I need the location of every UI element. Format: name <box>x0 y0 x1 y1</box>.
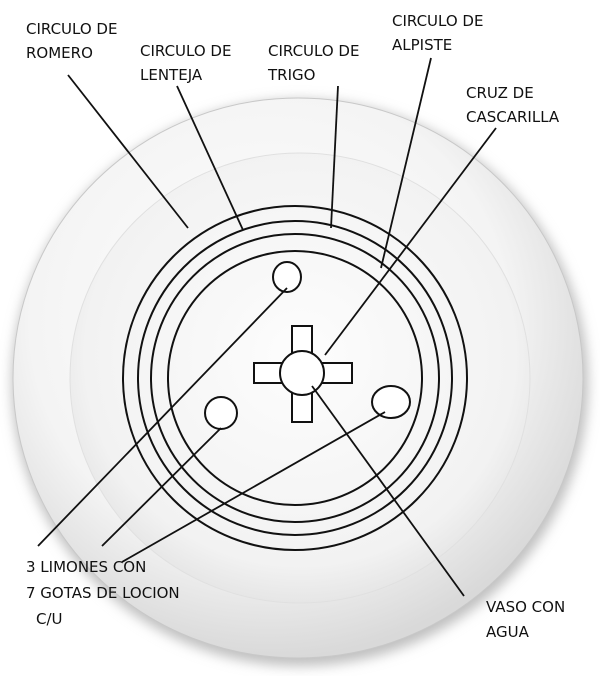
lemon-right <box>371 385 411 419</box>
label-limones: 3 LIMONES CON 7 GOTAS DE LOCION C/U <box>26 558 184 628</box>
leader-limon-right <box>121 411 386 563</box>
circle-trigo <box>150 233 440 523</box>
circle-alpiste <box>167 250 423 506</box>
water-glass-circle <box>279 350 325 396</box>
leader-limon-left <box>101 427 222 547</box>
circle-lenteja <box>137 220 453 536</box>
label-vaso: VASO CON AGUA <box>486 598 570 641</box>
leader-trigo <box>330 85 339 229</box>
label-romero: CIRCULO DE ROMERO <box>26 20 122 62</box>
leader-romero <box>67 74 189 229</box>
leader-alpiste <box>380 57 432 269</box>
label-trigo: CIRCULO DE TRIGO <box>267 42 364 84</box>
label-cascarilla: CRUZ DE CASCARILLA <box>466 84 560 126</box>
label-alpiste: CIRCULO DE ALPISTE <box>392 12 488 54</box>
label-lenteja: CIRCULO DE LENTEJA <box>140 42 236 84</box>
leader-limon-top <box>37 287 288 547</box>
lemon-top <box>272 261 302 293</box>
leader-vaso <box>311 385 465 597</box>
leader-cascarilla <box>324 127 497 356</box>
circle-romero <box>122 205 468 551</box>
leader-lenteja <box>176 85 244 231</box>
lemon-left <box>204 396 238 430</box>
